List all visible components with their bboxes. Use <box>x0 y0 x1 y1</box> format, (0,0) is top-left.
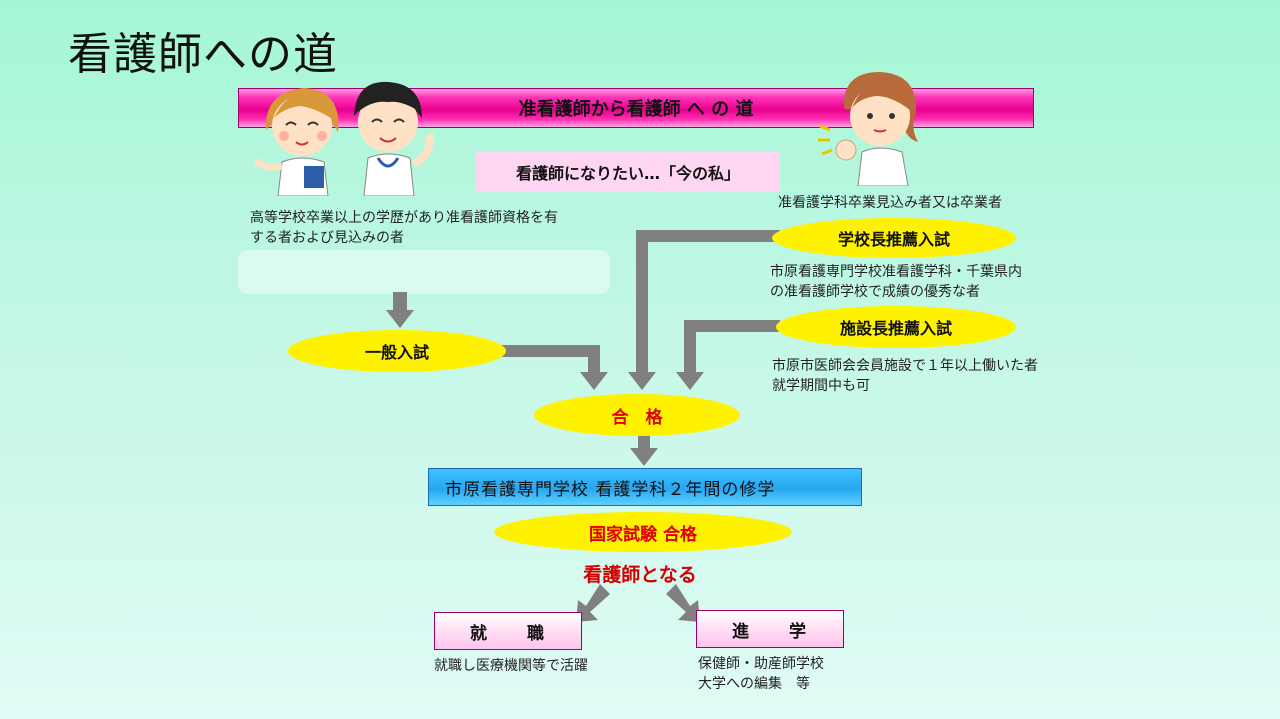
nursing-course-bar: 市原看護専門学校 看護学科２年間の修学 <box>428 468 862 506</box>
current-self-box: 看護師になりたい…「今の私」 <box>476 152 780 192</box>
page-title: 看護師への道 <box>68 29 338 80</box>
principal-note-line: 市原看護専門学校准看護学科・千葉県内 <box>770 264 1022 280</box>
facility-recommendation-exam: 施設長推薦入試 <box>776 306 1016 348</box>
principal-recommendation-exam: 学校長推薦入試 <box>772 218 1016 258</box>
right-eligibility-note: 准看護学科卒業見込み者又は卒業者 <box>778 195 1002 211</box>
facility-note-line: 市原市医師会会員施設で１年以上働いた者 <box>772 358 1038 374</box>
become-nurse-label: 看護師となる <box>583 564 697 586</box>
employment-note: 就職し医療機関等で活躍 <box>434 658 588 674</box>
employment-box: 就 職 <box>434 612 582 650</box>
left-eligibility-note: 高等学校卒業以上の学歴があり准看護師資格を有 する者および見込みの者 <box>250 208 630 248</box>
pass-result: 合 格 <box>534 394 740 436</box>
left-note-line: する者および見込みの者 <box>250 230 404 246</box>
determined-nurse-illustration <box>818 72 918 186</box>
further-study-line: 保健師・助産師学校 <box>698 656 824 672</box>
facility-exam-note: 市原市医師会会員施設で１年以上働いた者 就学期間中も可 <box>772 356 1038 396</box>
male-nurse-icon <box>354 81 435 196</box>
general-exam: 一般入試 <box>288 330 506 372</box>
further-study-box: 進 学 <box>696 610 844 648</box>
principal-note-line: の准看護師学校で成績の優秀な者 <box>770 284 980 300</box>
further-study-line: 大学への編集 等 <box>698 676 810 692</box>
left-note-line: 高等学校卒業以上の学歴があり准看護師資格を有 <box>250 210 558 226</box>
background-cloud <box>238 250 610 294</box>
nurses-illustration <box>253 81 435 196</box>
female-nurse-icon <box>253 88 339 196</box>
further-study-note: 保健師・助産師学校 大学への編集 等 <box>698 654 824 694</box>
principal-exam-note: 市原看護専門学校准看護学科・千葉県内 の准看護師学校で成績の優秀な者 <box>770 262 1022 302</box>
facility-note-line: 就学期間中も可 <box>772 378 870 394</box>
national-exam-pass: 国家試験 合格 <box>494 512 792 552</box>
